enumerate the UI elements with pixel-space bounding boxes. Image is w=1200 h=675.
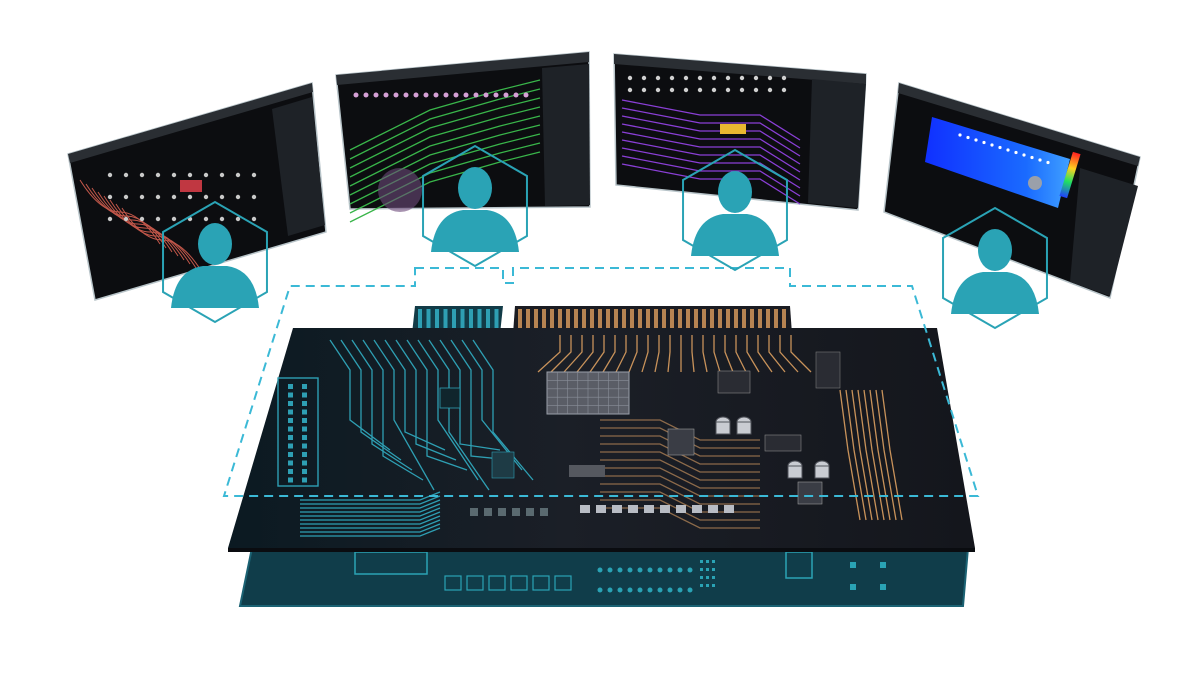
dashed-layer-outline [222,267,980,497]
capacitors [715,416,830,479]
person-icon [951,229,1039,314]
person-icon [171,223,259,308]
main-processor-chip [546,371,630,415]
ic-chip [667,428,695,456]
pcb-main-board [228,306,975,552]
ic-chip [815,351,841,389]
user-3 [682,148,788,272]
monitor-3 [613,53,867,211]
ic-chip [797,481,823,505]
person-icon [431,167,519,252]
user-1 [162,200,268,324]
ic-chip [764,434,802,452]
person-icon [691,171,779,256]
pin-header [277,377,319,487]
ic-chip [569,465,605,477]
pcb-base-layer [238,547,970,607]
user-4 [942,206,1048,330]
monitor-4 [883,82,1141,300]
ic-chip [491,451,515,479]
ic-chip [717,370,751,394]
monitor-2 [335,51,591,223]
monitor-1 [67,82,327,301]
ic-chip [439,387,461,409]
user-2 [422,144,528,268]
